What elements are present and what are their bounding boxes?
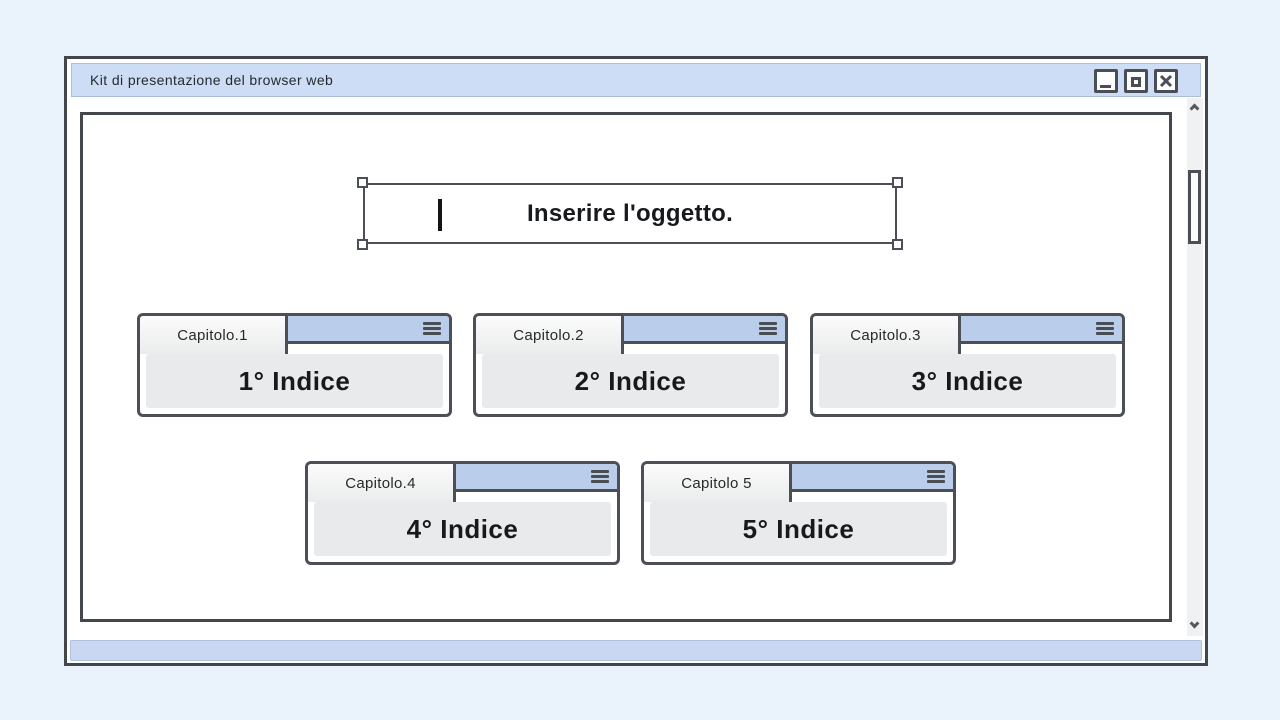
chapter-body-4[interactable]: 4° Indice bbox=[314, 502, 611, 556]
close-icon bbox=[1159, 74, 1173, 88]
chapter-body-3[interactable]: 3° Indice bbox=[819, 354, 1116, 408]
chapter-tab-1[interactable]: Capitolo.1 bbox=[140, 316, 288, 354]
selection-handle-top-right[interactable] bbox=[892, 177, 903, 188]
textbox-text: Inserire l'oggetto. bbox=[526, 199, 734, 227]
window-titlebar[interactable]: Kit di presentazione del browser web bbox=[71, 63, 1201, 97]
chapter-header-strip-2[interactable] bbox=[624, 316, 785, 344]
chapter-card-4: Capitolo.4 4° Indice bbox=[305, 461, 620, 565]
chapter-body-label: 2° Indice bbox=[574, 365, 687, 396]
minimize-button[interactable] bbox=[1094, 69, 1118, 93]
chapter-tab-2[interactable]: Capitolo.2 bbox=[476, 316, 624, 354]
window-title: Kit di presentazione del browser web bbox=[90, 72, 334, 88]
menu-icon[interactable] bbox=[927, 470, 945, 483]
window-controls bbox=[1094, 69, 1178, 93]
chapter-header-strip-3[interactable] bbox=[961, 316, 1122, 344]
chapter-tab-4[interactable]: Capitolo.4 bbox=[308, 464, 456, 502]
browser-mockup-window: Kit di presentazione del browser web bbox=[64, 56, 1208, 666]
scrollbar-thumb[interactable] bbox=[1188, 170, 1201, 244]
chapter-body-label: 5° Indice bbox=[742, 513, 855, 544]
chapter-body-label: 3° Indice bbox=[911, 365, 1024, 396]
menu-icon[interactable] bbox=[759, 322, 777, 335]
chapter-body-2[interactable]: 2° Indice bbox=[482, 354, 779, 408]
selection-handle-bottom-left[interactable] bbox=[357, 239, 368, 250]
chapter-tab-label: Capitolo 5 bbox=[681, 474, 752, 492]
chapter-card-3: Capitolo.3 3° Indice bbox=[810, 313, 1125, 417]
scroll-up-button[interactable] bbox=[1187, 100, 1203, 116]
chapter-tab-3[interactable]: Capitolo.3 bbox=[813, 316, 961, 354]
chapter-tab-label: Capitolo.1 bbox=[177, 326, 248, 344]
chapter-body-5[interactable]: 5° Indice bbox=[650, 502, 947, 556]
text-cursor bbox=[438, 199, 442, 231]
maximize-restore-icon bbox=[1131, 77, 1141, 87]
chapter-tab-label: Capitolo.3 bbox=[850, 326, 921, 344]
chapter-header-strip-5[interactable] bbox=[792, 464, 953, 492]
menu-icon[interactable] bbox=[423, 322, 441, 335]
chapter-header-strip-1[interactable] bbox=[288, 316, 449, 344]
chapter-card-2: Capitolo.2 2° Indice bbox=[473, 313, 788, 417]
chapter-card-1: Capitolo.1 1° Indice bbox=[137, 313, 452, 417]
chapter-body-label: 1° Indice bbox=[238, 365, 351, 396]
close-button[interactable] bbox=[1154, 69, 1178, 93]
menu-icon[interactable] bbox=[591, 470, 609, 483]
chapter-body-label: 4° Indice bbox=[406, 513, 519, 544]
chapter-tab-5[interactable]: Capitolo 5 bbox=[644, 464, 792, 502]
vertical-scrollbar[interactable] bbox=[1187, 98, 1203, 636]
title-textbox[interactable]: Inserire l'oggetto. bbox=[357, 177, 903, 250]
chapter-card-5: Capitolo 5 5° Indice bbox=[641, 461, 956, 565]
slide-content-frame: Inserire l'oggetto. Capitolo.1 1° Indice bbox=[80, 112, 1172, 622]
chapter-header-strip-4[interactable] bbox=[456, 464, 617, 492]
scroll-down-button[interactable] bbox=[1187, 618, 1203, 634]
chevron-up-icon bbox=[1189, 103, 1200, 114]
selection-handle-bottom-right[interactable] bbox=[892, 239, 903, 250]
menu-icon[interactable] bbox=[1096, 322, 1114, 335]
selection-handle-top-left[interactable] bbox=[357, 177, 368, 188]
chapter-body-1[interactable]: 1° Indice bbox=[146, 354, 443, 408]
horizontal-scrollbar[interactable] bbox=[70, 640, 1202, 661]
minimize-icon bbox=[1100, 85, 1111, 88]
chevron-down-icon bbox=[1189, 618, 1200, 629]
chapter-tab-label: Capitolo.4 bbox=[345, 474, 416, 492]
chapter-tab-label: Capitolo.2 bbox=[513, 326, 584, 344]
maximize-button[interactable] bbox=[1124, 69, 1148, 93]
